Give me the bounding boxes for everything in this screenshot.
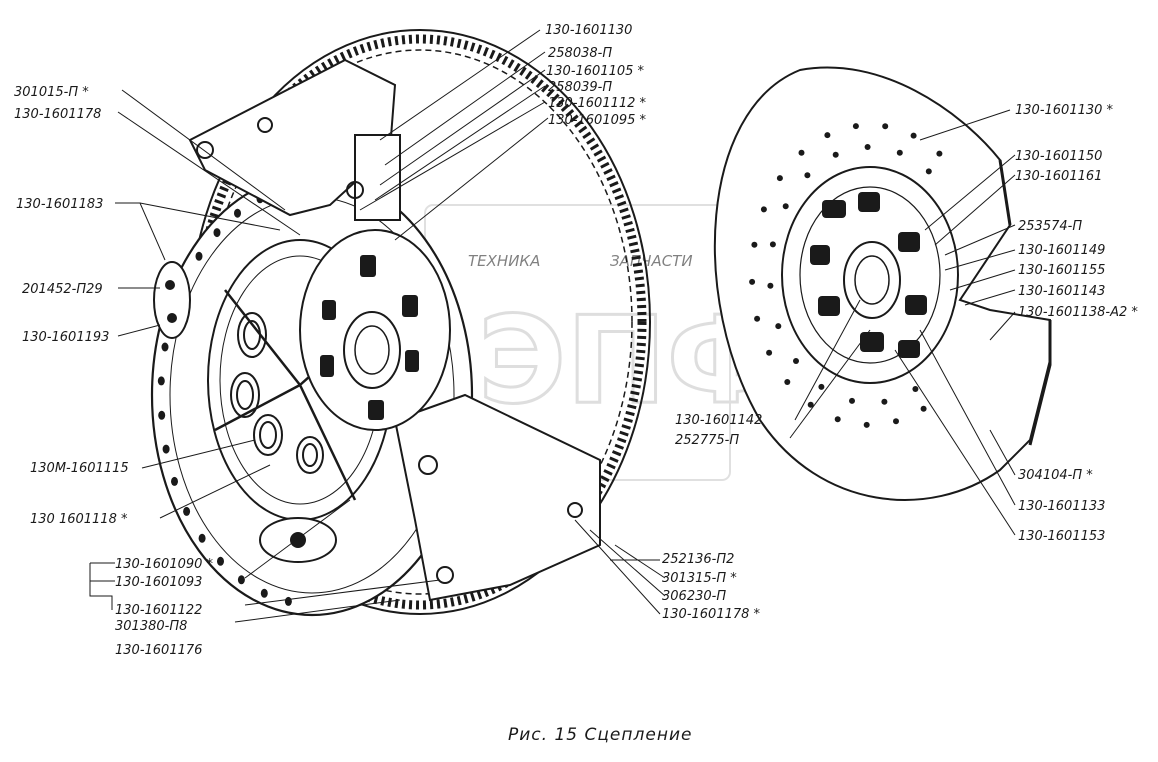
disc-rivet-hole: [804, 172, 811, 179]
rim-hole: [162, 444, 170, 454]
disc-rivet-hole: [910, 132, 917, 139]
label-253574: 253574-П: [1018, 219, 1082, 234]
rim-hole: [237, 575, 245, 585]
label-130-1601143: 130-1601143: [1018, 284, 1105, 299]
rim-hole: [213, 228, 221, 238]
label-306230: 306230-П: [662, 589, 726, 604]
disc-rivet-hole: [881, 398, 888, 405]
driven-disc-drawing: [713, 66, 1052, 501]
disc-rivet-hole: [818, 383, 825, 390]
watermark-left-text: ТЕХНИКА: [468, 252, 540, 270]
disc-rivet-hole: [776, 175, 783, 182]
label-130-1601122: 130-1601122: [115, 603, 202, 618]
label-130-1601183: 130-1601183: [16, 197, 103, 212]
disc-rivet-hole: [767, 282, 774, 289]
rim-hole: [260, 588, 268, 598]
hub-drawing: [299, 229, 451, 431]
disc-rivet-hole: [834, 416, 841, 423]
rim-hole: [158, 410, 166, 420]
rim-hole: [217, 556, 224, 566]
rim-hole: [195, 251, 203, 261]
label-130-1601112: 130-1601112 *: [548, 96, 647, 111]
label-258039: 258039-П: [548, 80, 612, 95]
label-130-1601130-right: 130-1601130 *: [1015, 103, 1114, 118]
label-130-1601090: 130-1601090 *: [115, 557, 214, 572]
label-130m-1601115: 130М-1601115: [30, 461, 129, 476]
disc-rivet-hole: [832, 151, 839, 158]
disc-rivet-hole: [864, 144, 871, 150]
rim-hole: [183, 506, 191, 516]
label-130-1601093: 130-1601093: [115, 575, 202, 590]
disc-rivet-hole: [852, 123, 859, 130]
label-130-1601142: 130-1601142: [675, 413, 762, 428]
disc-rivet-hole: [807, 401, 814, 408]
figure-caption: Рис. 15 Сцепление: [508, 725, 692, 745]
disc-rivet-hole: [798, 149, 805, 156]
rim-hole: [284, 596, 292, 606]
label-252775: 252775-П: [675, 433, 739, 448]
disc-rivet-hole: [893, 418, 899, 425]
disc-rivet-hole: [769, 241, 776, 248]
disc-rivet-hole: [912, 386, 919, 392]
rim-hole: [171, 476, 178, 486]
disc-rivet-hole: [896, 149, 903, 156]
label-130-1601193: 130-1601193: [22, 330, 109, 345]
rim-hole: [234, 208, 241, 218]
rim-hole: [161, 342, 169, 352]
label-130-1601105: 130-1601105 *: [546, 64, 645, 79]
disc-rivet-hole: [782, 203, 789, 210]
label-258038: 258038-П: [548, 46, 612, 61]
disc-rivet-hole: [775, 323, 782, 330]
part-labels: 130-1601130 258038-П 130-1601105 * 25803…: [14, 23, 1138, 745]
label-130-1601149: 130-1601149: [1018, 243, 1105, 258]
disc-rivet-hole: [863, 421, 870, 428]
label-130-1601178-top: 130-1601178: [14, 107, 101, 122]
label-304104: 304104-П *: [1018, 468, 1093, 483]
disc-rivet-hole: [824, 132, 831, 139]
disc-rivet-hole: [766, 349, 773, 356]
label-130-1601138-a2: 130-1601138-А2 *: [1018, 305, 1138, 320]
label-130-1601130-top: 130-1601130: [545, 23, 632, 38]
label-252136: 252136-П2: [662, 552, 734, 567]
label-130-1601133: 130-1601133: [1018, 499, 1105, 514]
label-130-1601178-bottom: 130-1601178 *: [662, 607, 761, 622]
label-130-1601176: 130-1601176: [115, 643, 202, 658]
disc-rivet-hole: [749, 278, 756, 285]
disc-rivet-hole: [793, 358, 799, 364]
disc-rivet-hole: [760, 206, 767, 213]
label-130-1601118: 130 1601118 *: [30, 512, 128, 527]
label-301015: 301015-П *: [14, 85, 89, 100]
watermark-right-text: ЗАПЧАСТИ: [610, 252, 693, 270]
label-301315: 301315-П *: [662, 571, 737, 586]
disc-rivet-hole: [754, 315, 761, 322]
disc-rivet-hole: [882, 123, 889, 130]
disc-rivet-hole: [784, 379, 791, 385]
disc-rivet-hole: [849, 397, 855, 404]
disc-rivet-hole: [925, 168, 932, 175]
label-130-1601155: 130-1601155: [1018, 263, 1105, 278]
disc-rivet-hole: [920, 405, 927, 412]
disc-rivet-hole: [936, 150, 943, 157]
rim-hole: [157, 376, 165, 386]
label-130-1601153: 130-1601153: [1018, 529, 1105, 544]
label-201452: 201452-П29: [22, 282, 103, 297]
label-301380: 301380-П8: [115, 619, 187, 634]
disc-rivet-hole: [751, 241, 758, 248]
label-130-1601150: 130-1601150: [1015, 149, 1102, 164]
label-130-1601095: 130-1601095 *: [548, 113, 647, 128]
label-130-1601161: 130-1601161: [1015, 169, 1102, 184]
rim-hole: [198, 533, 206, 543]
